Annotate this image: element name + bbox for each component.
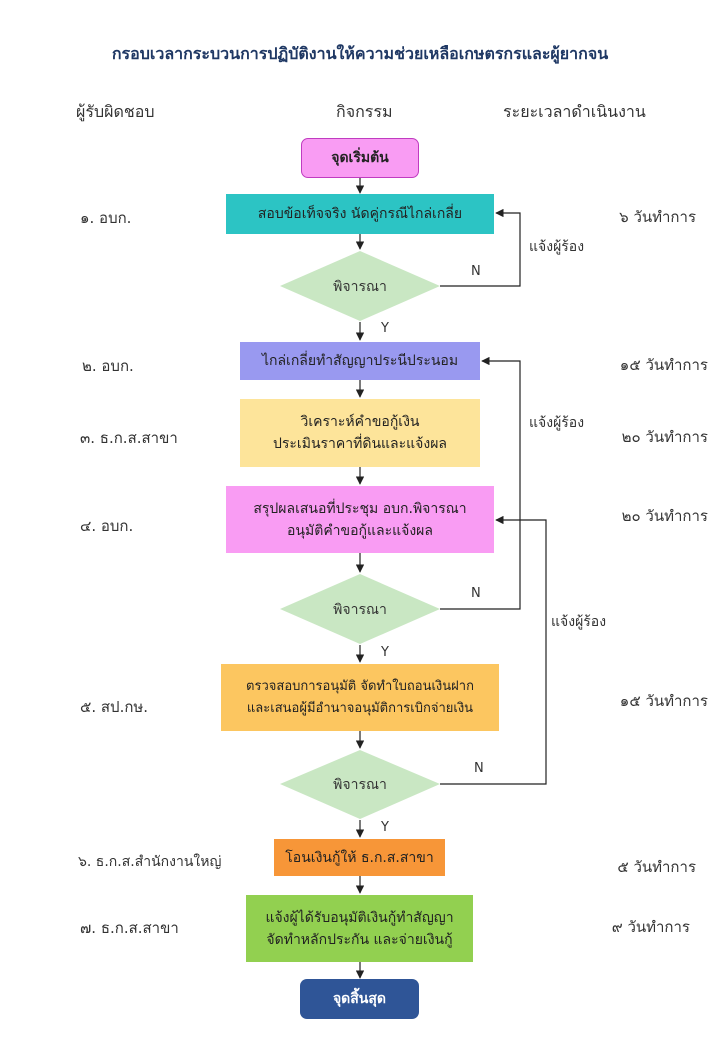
responsible-5: ๕. สป.กษ. [80, 698, 149, 716]
decision-label-2: พิจารณา [333, 602, 387, 618]
process-text-6: โอนเงินกู้ให้ ธ.ก.ส.สาขา [285, 849, 434, 866]
yes-label-3: Y [381, 820, 389, 835]
duration-3: ๒๐ วันทำการ [621, 428, 708, 446]
duration-1: ๖ วันทำการ [619, 208, 696, 226]
loop-decision2-step2 [440, 356, 521, 610]
start-label: จุดเริ่มต้น [331, 150, 389, 166]
decision-diamond-1 [280, 251, 440, 321]
process-box-4: สรุปผลเสนอที่ประชุม อบก.พิจารณา อนุมัติค… [226, 486, 494, 553]
responsible-3: ๓. ธ.ก.ส.สาขา [80, 429, 178, 447]
responsible-6: ๖. ธ.ก.ส.สำนักงานใหญ่ [78, 854, 222, 870]
process-box-6: โอนเงินกู้ให้ ธ.ก.ส.สาขา [274, 839, 445, 876]
start-terminal: จุดเริ่มต้น [301, 138, 419, 178]
end-label: จุดสิ้นสุด [332, 991, 387, 1007]
responsible-4: ๔. อบก. [80, 517, 134, 535]
process-text-5a: ตรวจสอบการอนุมัติ จัดทำใบถอนเงินฝาก [246, 678, 474, 694]
process-box-7: แจ้งผู้ได้รับอนุมัติเงินกู้ทำสัญญา จัดทำ… [246, 895, 473, 962]
process-box-3: วิเคราะห์คำขอกู้เงิน ประเมินราคาที่ดินแล… [240, 399, 480, 467]
decision-diamond-2 [280, 574, 440, 644]
header-activity: กิจกรรม [336, 102, 393, 121]
duration-6: ๕ วันทำการ [617, 858, 696, 876]
loop-decision3-step4 [440, 515, 547, 785]
notify-label-1: แจ้งผู้ร้อง [529, 239, 585, 255]
process-text-7b: จัดทำหลักประกัน และจ่ายเงินกู้ [266, 931, 453, 948]
process-text-2: ไกล่เกลี่ยทำสัญญาประนีประนอม [261, 353, 459, 369]
responsible-7: ๗. ธ.ก.ส.สาขา [80, 919, 179, 937]
header-responsible: ผู้รับผิดชอบ [76, 102, 155, 121]
notify-label-2: แจ้งผู้ร้อง [529, 415, 585, 431]
process-text-7a: แจ้งผู้ได้รับอนุมัติเงินกู้ทำสัญญา [265, 909, 454, 926]
end-terminal: จุดสิ้นสุด [300, 979, 419, 1019]
yes-label-2: Y [381, 645, 389, 660]
decision-diamond-3 [280, 750, 440, 819]
duration-7: ๙ วันทำการ [611, 918, 690, 936]
responsible-2: ๒. อบก. [82, 357, 134, 375]
process-text-3b: ประเมินราคาที่ดินและแจ้งผล [273, 436, 447, 452]
process-box-2: ไกล่เกลี่ยทำสัญญาประนีประนอม [240, 342, 480, 380]
process-text-4a: สรุปผลเสนอที่ประชุม อบก.พิจารณา [253, 500, 467, 517]
decision-label-3: พิจารณา [333, 777, 387, 793]
yes-label-1: Y [381, 321, 389, 336]
responsible-1: ๑. อบก. [80, 209, 132, 227]
no-label-3: N [474, 761, 484, 776]
duration-2: ๑๕ วันทำการ [619, 356, 708, 374]
no-label-2: N [471, 586, 481, 601]
notify-label-3: แจ้งผู้ร้อง [551, 614, 607, 630]
header-duration: ระยะเวลาดำเนินงาน [503, 102, 646, 121]
duration-5: ๑๕ วันทำการ [619, 692, 708, 710]
process-text-4b: อนุมัติคำขอกู้และแจ้งผล [287, 522, 433, 539]
process-box-5: ตรวจสอบการอนุมัติ จัดทำใบถอนเงินฝาก และเ… [221, 664, 499, 731]
process-text-3a: วิเคราะห์คำขอกู้เงิน [300, 414, 420, 430]
loop-decision1-step1 [440, 208, 521, 287]
no-label-1: N [471, 264, 481, 279]
process-text-5b: และเสนอผู้มีอำนาจอนุมัติการเบิกจ่ายเงิน [246, 700, 474, 716]
page-title: กรอบเวลากระบวนการปฏิบัติงานให้ความช่วยเห… [111, 44, 609, 63]
decision-label-1: พิจารณา [333, 279, 387, 295]
duration-4: ๒๐ วันทำการ [621, 507, 708, 525]
process-text-1: สอบข้อเท็จจริง นัดคู่กรณีไกล่เกลี่ย [257, 206, 463, 222]
process-box-1: สอบข้อเท็จจริง นัดคู่กรณีไกล่เกลี่ย [226, 194, 494, 234]
